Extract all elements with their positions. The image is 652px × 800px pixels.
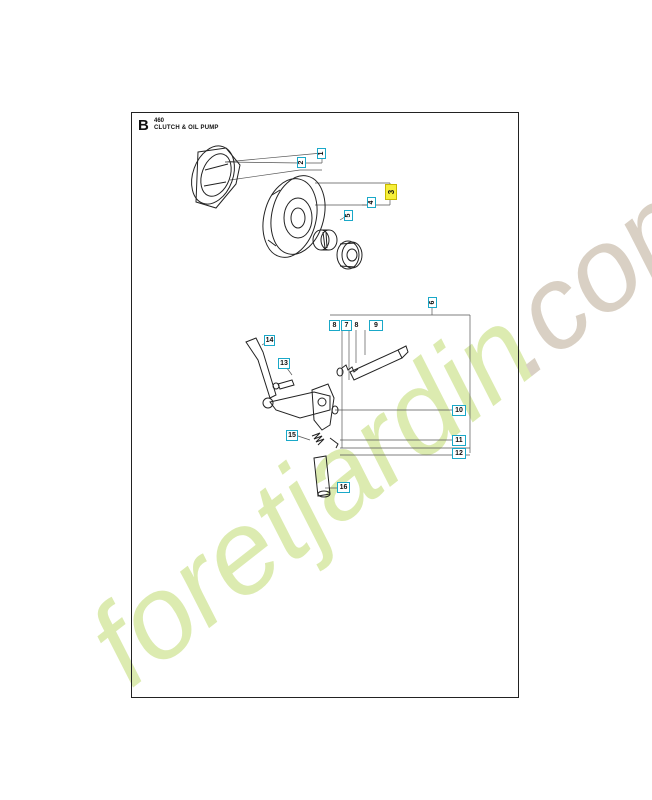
clutch-shoes <box>191 145 241 209</box>
leader-lines <box>224 152 471 489</box>
rim-sprocket <box>336 240 363 270</box>
callout-9[interactable]: 9 <box>369 320 383 331</box>
callout-15[interactable]: 15 <box>286 430 298 441</box>
oil-pump-assembly <box>245 337 409 498</box>
callout-13[interactable]: 13 <box>278 358 290 369</box>
callout-4[interactable]: 4 <box>367 197 376 208</box>
model-number: 460 <box>154 118 165 124</box>
callout-12[interactable]: 12 <box>452 448 466 459</box>
needle-bearing <box>312 229 338 251</box>
callout-8[interactable]: 8 <box>329 320 340 331</box>
callout-16[interactable]: 16 <box>337 482 350 493</box>
callout-7[interactable]: 7 <box>341 320 352 331</box>
diagram-frame <box>131 112 519 698</box>
callout-14[interactable]: 14 <box>264 335 275 346</box>
callout-2[interactable]: 2 <box>297 157 306 168</box>
callout-11[interactable]: 11 <box>452 435 466 446</box>
callout-8-second[interactable]: 8 <box>354 322 359 329</box>
callout-3-highlighted[interactable]: 3 <box>385 184 397 200</box>
callout-1[interactable]: 1 <box>317 148 326 159</box>
callout-6[interactable]: 6 <box>428 297 437 308</box>
clutch-drum <box>262 175 326 258</box>
section-letter: B <box>138 117 149 134</box>
callout-5[interactable]: 5 <box>344 210 353 221</box>
callout-10[interactable]: 10 <box>452 405 466 416</box>
section-title: CLUTCH & OIL PUMP <box>154 125 219 131</box>
